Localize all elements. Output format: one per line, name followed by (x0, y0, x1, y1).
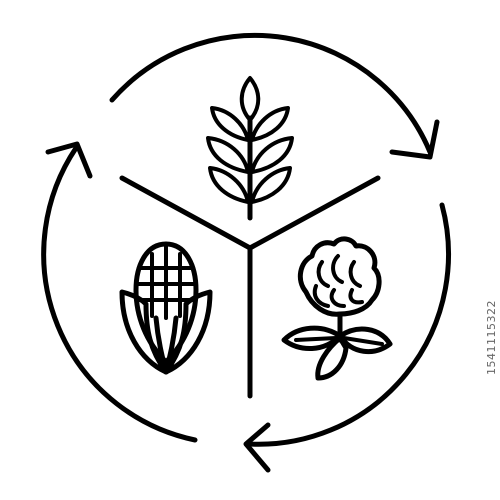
wheat-icon (206, 76, 294, 221)
divider-lines (119, 175, 381, 399)
corn-icon (119, 241, 213, 375)
arrow-left (41, 141, 198, 443)
stock-id-label: 1541115322 (485, 300, 498, 375)
arrow-bottom (243, 202, 451, 473)
arrow-top-right (109, 32, 440, 160)
clover-icon (281, 236, 393, 381)
cycle-arrows-icon (41, 32, 451, 473)
